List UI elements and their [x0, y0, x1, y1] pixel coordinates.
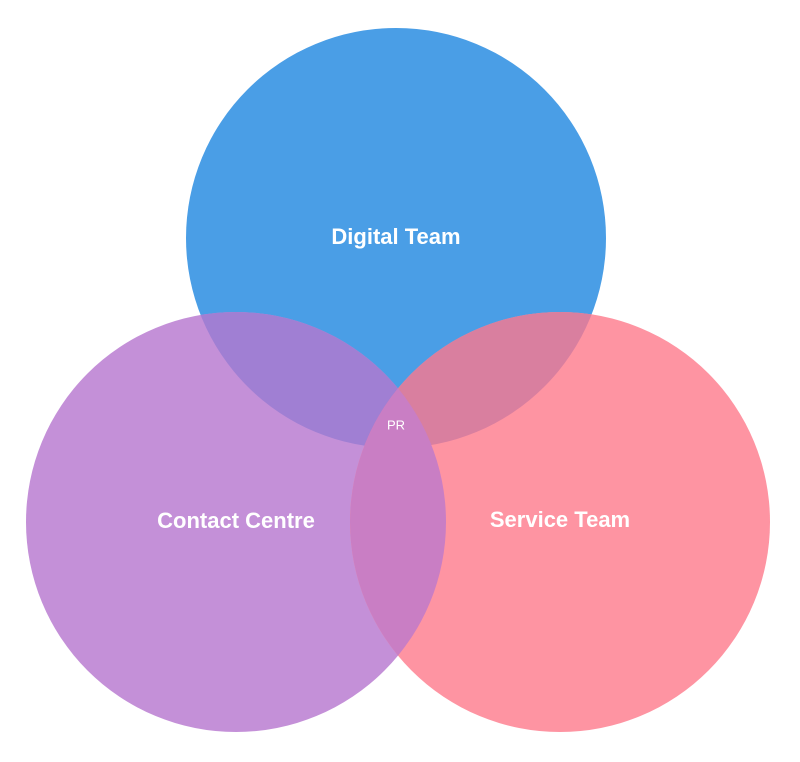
digital-team-label: Digital Team [331, 224, 460, 249]
digital-service-overlap [350, 312, 606, 448]
contact-centre-label: Contact Centre [157, 508, 315, 533]
service-team-label: Service Team [490, 507, 630, 532]
digital-contact-overlap [186, 312, 446, 448]
pr-intersection-label: PR [387, 417, 405, 432]
